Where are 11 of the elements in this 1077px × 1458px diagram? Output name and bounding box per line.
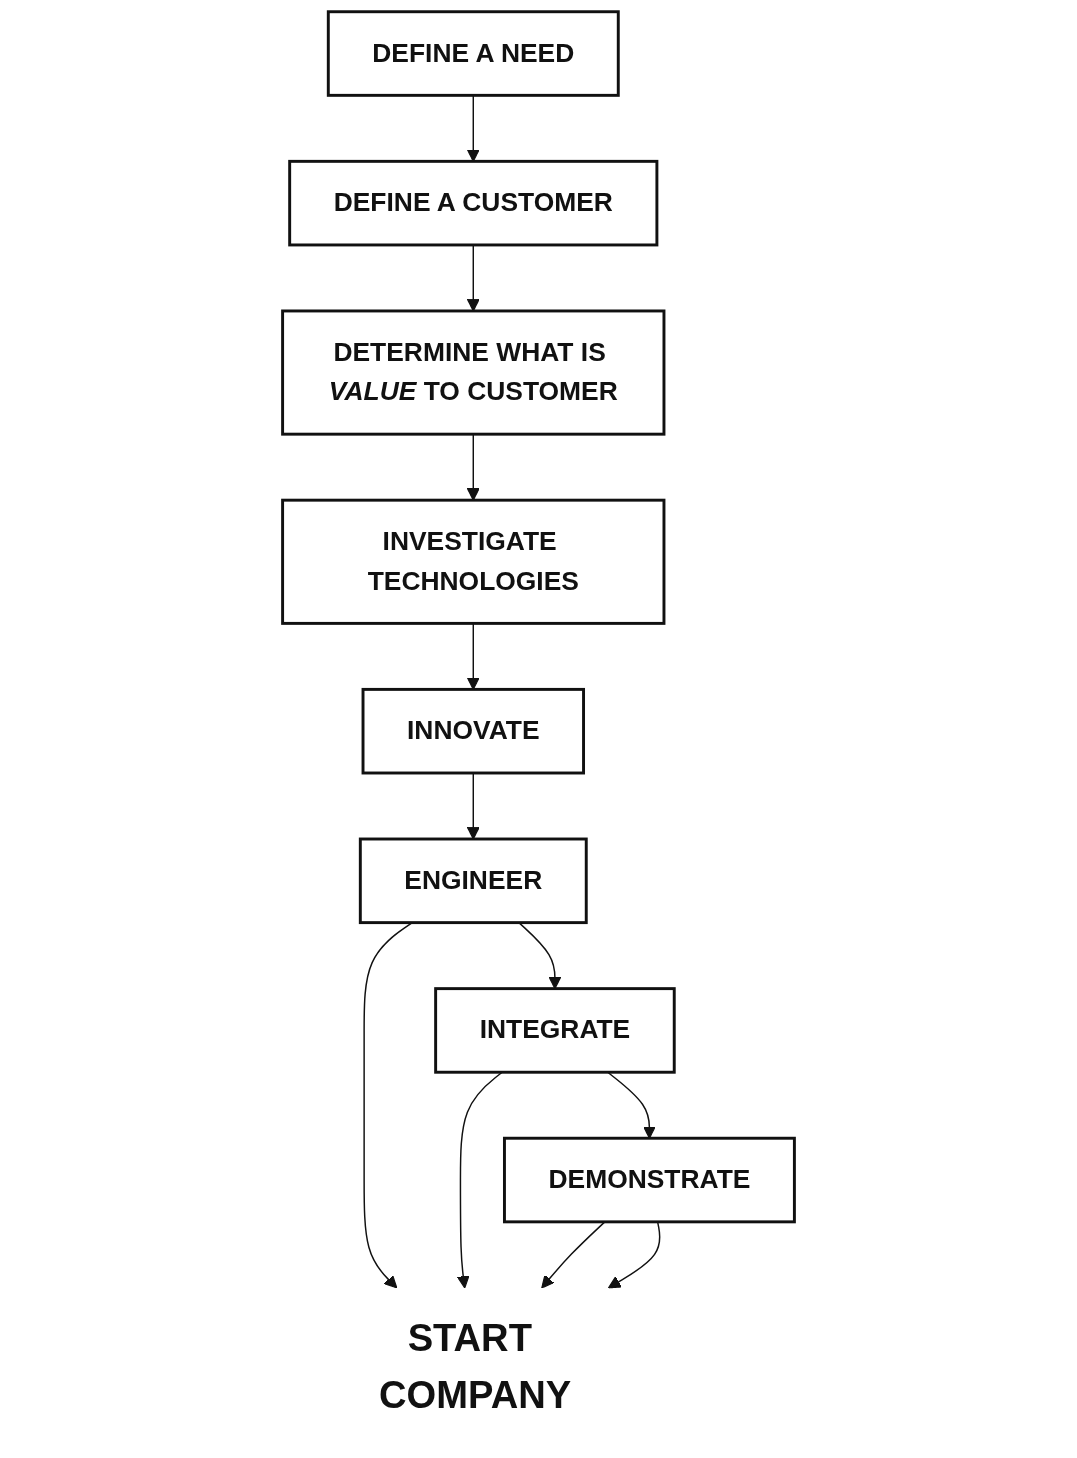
arrow [541,1221,606,1289]
node-box: DETERMINE WHAT IS VALUE TO CUSTOMER [281,309,666,436]
node-box: DEFINE A CUSTOMER [288,159,659,247]
node-box: INNOVATE [361,687,585,775]
node-box: DEMONSTRATE [503,1136,796,1224]
node-text: START COMPANY [379,1315,572,1417]
node-box: INVESTIGATE TECHNOLOGIES [281,498,666,625]
node-box: INTEGRATE [434,987,676,1074]
arrow [607,1221,661,1289]
node-box: DEFINE A NEED [326,10,620,97]
node-box: ENGINEER [358,837,588,925]
